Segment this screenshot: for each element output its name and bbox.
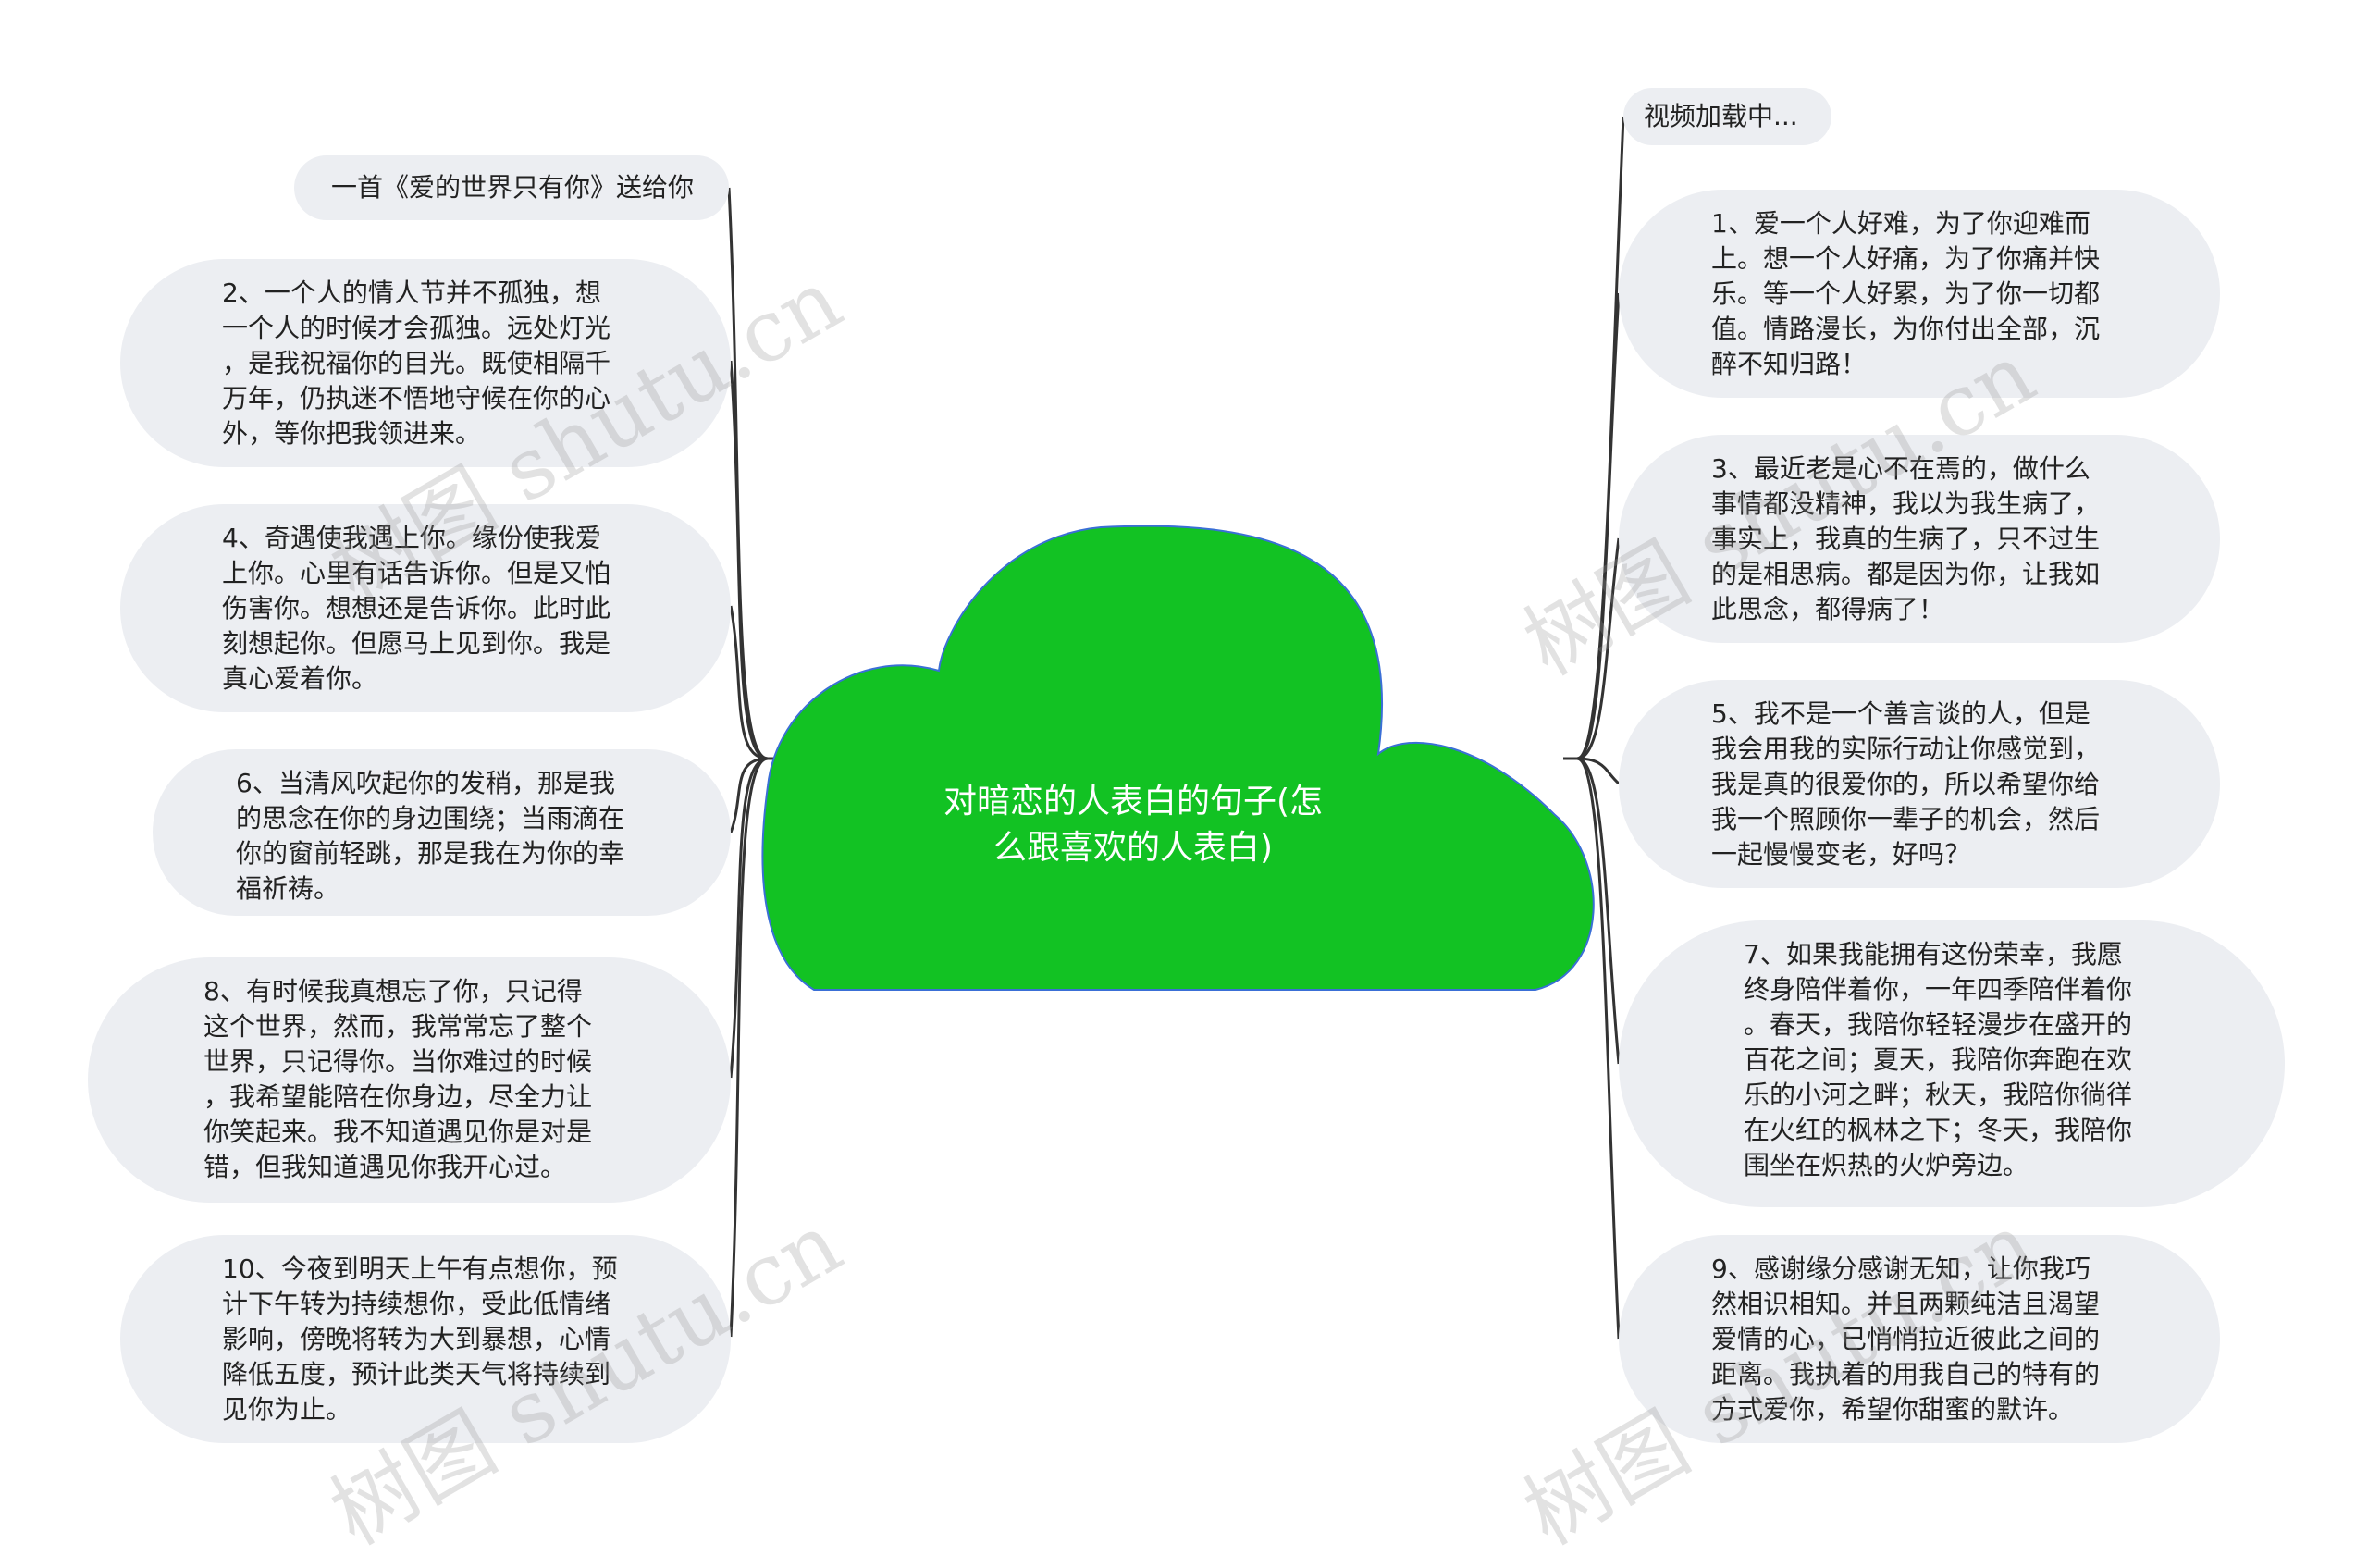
node-text-line: 真心爱着你。	[222, 663, 378, 694]
center-topic-title[interactable]: 对暗恋的人表白的句子(怎 么跟喜欢的人表白)	[930, 779, 1337, 871]
node-text-line: 降低五度，预计此类天气将持续到	[222, 1359, 611, 1389]
node-text-line: 1、爱一个人好难，为了你迎难而	[1711, 208, 2090, 239]
right-branch-node[interactable]: 7、如果我能拥有这份荣幸，我愿终身陪伴着你，一年四季陪伴着你。春天，我陪你轻轻漫…	[1619, 920, 2285, 1207]
node-text-line: 上。想一个人好痛，为了你痛并快	[1711, 243, 2101, 274]
right-connector-line	[1576, 757, 1621, 1065]
node-text-line: 一首《爱的世界只有你》送给你	[331, 172, 695, 203]
center-topic-line-1: 对暗恋的人表白的句子(怎	[943, 783, 1324, 821]
node-text-line: 的是相思病。都是因为你，让我如	[1711, 559, 2101, 589]
node-text-line: 乐的小河之畔；秋天，我陪你徜徉	[1744, 1080, 2133, 1110]
left-branch-node[interactable]: 10、今夜到明天上午有点想你，预计下午转为持续想你，受此低情绪影响，傍晚将转为大…	[120, 1235, 731, 1443]
node-text-line: 爱情的心，已悄悄拉近彼此之间的	[1711, 1324, 2101, 1354]
node-text: 8、有时候我真想忘了你，只记得这个世界，然而，我常常忘了整个世界，只记得你。当你…	[204, 974, 592, 1185]
node-text-line: 围坐在炽热的火炉旁边。	[1744, 1150, 2029, 1180]
node-text-line: 在火红的枫林之下；冬天，我陪你	[1744, 1115, 2133, 1145]
node-text-line: 你笑起来。我不知道遇见你是对是	[204, 1117, 593, 1147]
node-text-line: 方式爱你，希望你甜蜜的默许。	[1711, 1394, 2075, 1425]
node-text-line: 计下午转为持续想你，受此低情绪	[222, 1289, 611, 1319]
node-text-line: 错，但我知道遇见你我开心过。	[204, 1152, 567, 1182]
node-text-line: 9、感谢缘分感谢无知，让你我巧	[1711, 1253, 2090, 1284]
right-branch-node[interactable]: 9、感谢缘分感谢无知，让你我巧然相识相知。并且两颗纯洁且渴望爱情的心，已悄悄拉近…	[1619, 1235, 2220, 1443]
node-text: 4、奇遇使我遇上你。缘份使我爱上你。心里有话告诉你。但是又怕伤害你。想想还是告诉…	[222, 521, 610, 697]
right-branch-node[interactable]: 3、最近老是心不在焉的，做什么事情都没精神，我以为我生病了， 事实上，我真的生病了…	[1619, 435, 2220, 643]
node-text-line: 上你。心里有话告诉你。但是又怕	[222, 558, 611, 588]
node-text: 5、我不是一个善言谈的人，但是我会用我的实际行动让你感觉到， 我是真的很爱你的，所…	[1711, 697, 2100, 872]
mindmap-canvas	[727, 116, 1625, 1340]
node-text-line: 一起慢慢变老，好吗？	[1711, 839, 1971, 870]
left-connector-line	[729, 757, 769, 833]
node-text: 10、今夜到明天上午有点想你，预计下午转为持续想你，受此低情绪影响，傍晚将转为大…	[222, 1252, 618, 1427]
left-branch-node[interactable]: 4、奇遇使我遇上你。缘份使我爱上你。心里有话告诉你。但是又怕伤害你。想想还是告诉…	[120, 504, 731, 712]
node-text: 6、当清风吹起你的发稍，那是我的思念在你的身边围绕；当雨滴在你的窗前轻跳，那是我…	[236, 766, 624, 907]
node-text-line: 事情都没精神，我以为我生病了，	[1711, 488, 2101, 519]
node-text: 9、感谢缘分感谢无知，让你我巧然相识相知。并且两颗纯洁且渴望爱情的心，已悄悄拉近…	[1711, 1252, 2100, 1427]
center-topic-line-2: 么跟喜欢的人表白)	[993, 829, 1274, 867]
node-text: 视频加载中...	[1644, 99, 1798, 134]
right-connector-line	[1576, 757, 1621, 785]
node-text: 1、爱一个人好难，为了你迎难而上。想一个人好痛，为了你痛并快乐。等一个人好累，为…	[1711, 206, 2100, 382]
node-text-line: 5、我不是一个善言谈的人，但是	[1711, 698, 2090, 729]
right-connector-line	[1576, 292, 1621, 760]
node-text-line: 终身陪伴着你，一年四季陪伴着你	[1744, 974, 2133, 1005]
node-text-line: 醉不知归路！	[1711, 349, 1868, 379]
node-text-line: 伤害你。想想还是告诉你。此时此	[222, 593, 611, 623]
node-text-line: 10、今夜到明天上午有点想你，预	[222, 1253, 618, 1284]
connectors	[727, 116, 1625, 1340]
left-branch-node[interactable]: 一首《爱的世界只有你》送给你	[294, 155, 729, 220]
left-connector-line	[729, 757, 769, 1079]
right-connector-line	[1576, 757, 1621, 1340]
node-text: 7、如果我能拥有这份荣幸，我愿终身陪伴着你，一年四季陪伴着你。春天，我陪你轻轻漫…	[1744, 937, 2132, 1183]
right-branch-node[interactable]: 视频加载中...	[1623, 88, 1832, 145]
node-text-line: 见你为止。	[222, 1394, 352, 1425]
right-branch-node[interactable]: 1、爱一个人好难，为了你迎难而上。想一个人好痛，为了你痛并快乐。等一个人好累，为…	[1619, 190, 2220, 398]
node-text-line: 然相识相知。并且两颗纯洁且渴望	[1711, 1289, 2101, 1319]
node-text-line: 刻想起你。但愿马上见到你。我是	[222, 628, 611, 659]
node-text-line: 的思念在你的身边围绕；当雨滴在	[236, 803, 625, 833]
node-text-line: ，是我祝福你的目光。既使相隔千	[222, 348, 611, 378]
left-branch-node[interactable]: 6、当清风吹起你的发稍，那是我的思念在你的身边围绕；当雨滴在你的窗前轻跳，那是我…	[153, 749, 731, 916]
node-text-line: 6、当清风吹起你的发稍，那是我	[236, 768, 615, 798]
node-text-line: 8、有时候我真想忘了你，只记得	[204, 976, 583, 1006]
node-text-line: 我是真的很爱你的，所以希望你给	[1711, 769, 2101, 799]
node-text-line: 乐。等一个人好累，为了你一切都	[1711, 278, 2101, 309]
node-text-line: ，我希望能陪在你身边，尽全力让	[204, 1081, 593, 1112]
node-text-line: 4、奇遇使我遇上你。缘份使我爱	[222, 523, 601, 553]
node-text-line: 万年，仍执迷不悟地守候在你的心	[222, 383, 611, 414]
node-text-line: 值。情路漫长，为你付出全部，沉	[1711, 314, 2101, 344]
node-text-line: 你的窗前轻跳，那是我在为你的幸	[236, 838, 625, 869]
node-text-line: 外，等你把我领进来。	[222, 418, 482, 449]
node-text-line: 距离。我执着的用我自己的特有的	[1711, 1359, 2101, 1389]
left-branch-node[interactable]: 8、有时候我真想忘了你，只记得这个世界，然而，我常常忘了整个世界，只记得你。当你…	[88, 957, 731, 1203]
node-text: 一首《爱的世界只有你》送给你	[331, 170, 694, 205]
node-text-line: 此思念，都得病了！	[1711, 594, 1945, 624]
node-text-line: 7、如果我能拥有这份荣幸，我愿	[1744, 939, 2123, 969]
left-branch-node[interactable]: 2、一个人的情人节并不孤独，想一个人的时候才会孤独。远处灯光 ，是我祝福你的目光。…	[120, 259, 731, 467]
node-text-line: 福祈祷。	[236, 873, 340, 904]
left-connector-line	[729, 360, 769, 760]
node-text-line: 世界，只记得你。当你难过的时候	[204, 1046, 593, 1077]
node-text-line: 百花之间；夏天，我陪你奔跑在欢	[1744, 1044, 2133, 1075]
node-text-line: 。春天，我陪你轻轻漫步在盛开的	[1744, 1009, 2133, 1040]
node-text-line: 事实上，我真的生病了，只不过生	[1711, 524, 2101, 554]
right-branch-node[interactable]: 5、我不是一个善言谈的人，但是我会用我的实际行动让你感觉到， 我是真的很爱你的，所…	[1619, 680, 2220, 888]
node-text: 3、最近老是心不在焉的，做什么事情都没精神，我以为我生病了， 事实上，我真的生病了…	[1711, 451, 2100, 627]
center-cloud-shape	[761, 525, 1595, 991]
node-text-line: 2、一个人的情人节并不孤独，想	[222, 278, 601, 308]
left-connector-line	[729, 757, 769, 1338]
node-text-line: 视频加载中...	[1644, 101, 1798, 131]
node-text-line: 我一个照顾你一辈子的机会，然后	[1711, 804, 2101, 834]
node-text-line: 我会用我的实际行动让你感觉到，	[1711, 734, 2101, 764]
node-text-line: 影响，傍晚将转为大到暴想，心情	[222, 1324, 611, 1354]
left-connector-line	[729, 605, 769, 760]
node-text-line: 一个人的时候才会孤独。远处灯光	[222, 313, 611, 343]
node-text: 2、一个人的情人节并不孤独，想一个人的时候才会孤独。远处灯光 ，是我祝福你的目光。…	[222, 276, 610, 451]
node-text-line: 这个世界，然而，我常常忘了整个	[204, 1011, 593, 1042]
right-connector-line	[1576, 537, 1621, 760]
node-text-line: 3、最近老是心不在焉的，做什么	[1711, 453, 2090, 484]
